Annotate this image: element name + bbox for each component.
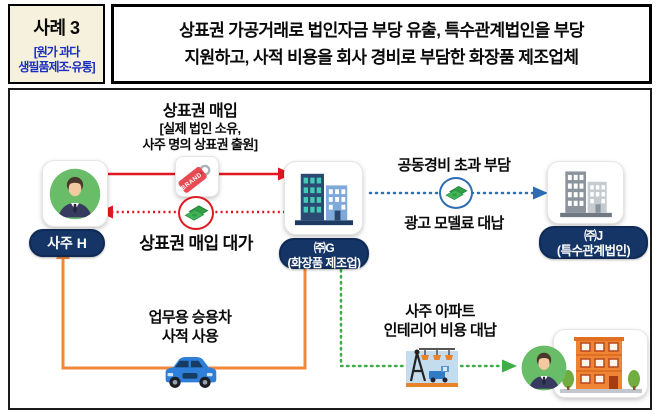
owner-badge: 사주 H [29, 229, 105, 257]
owner-apartment-node [553, 329, 648, 398]
shared-expense-bottom-label: 광고 모델료 대납 [404, 215, 504, 232]
car-flow-label: 업무용 승용차 사적 사용 [110, 308, 270, 346]
case-subtitle-line1: [원가 과다 [33, 45, 81, 59]
headline-line1: 상표권 가공거래로 법인자금 부당 유출, 특수관계법인을 부당 [179, 21, 584, 40]
company-j-node [547, 161, 624, 224]
brand-tag-icon: BRAND [178, 164, 211, 193]
owner-node [42, 160, 108, 227]
interior-flow-line1: 사주 아파트 [405, 303, 475, 320]
apartment-icon [559, 336, 642, 393]
interior-construction-icon [405, 345, 459, 393]
case-subtitle: [원가 과다 생필품제조·유통] [10, 45, 103, 75]
company-j-badge: ㈜J (특수관계법인) [539, 226, 648, 259]
case-subtitle-line2: 생필품제조·유통] [18, 60, 95, 74]
trademark-flow-title: 상표권 매입 [162, 103, 238, 120]
interior-flow-line2: 인테리어 비용 대납 [383, 322, 497, 339]
headline-box: 상표권 가공거래로 법인자금 부당 유출, 특수관계법인을 부당 지원하고, 사… [111, 4, 652, 84]
owner-avatar-icon [49, 168, 101, 219]
trademark-flow-note1: [실제 법인 소유, [159, 121, 242, 136]
trademark-payment-label: 상표권 매입 대가 [139, 234, 253, 253]
interior-flow-label: 사주 아파트 인테리어 비용 대납 [355, 302, 525, 340]
case-label: 사례 3 [33, 18, 80, 38]
money-icon-blue [439, 177, 473, 209]
trademark-flow-note2: 사주 명의 상표권 출원] [142, 137, 258, 152]
case-number-box: 사례 3 [원가 과다 생필품제조·유통] [8, 4, 105, 84]
car-flow-line1: 업무용 승용차 [148, 309, 232, 326]
owner-avatar-small-icon [520, 344, 568, 392]
cash-bills-icon [444, 185, 468, 201]
company-g-building-icon [294, 173, 353, 226]
money-icon-red [178, 196, 214, 230]
car-flow-line2: 사적 사용 [161, 328, 219, 345]
headline-line2: 지원하고, 사적 비용을 회사 경비로 부담한 화장품 제조업체 [184, 48, 580, 67]
company-g-node [284, 161, 363, 235]
trademark-flow-label: 상표권 매입 [실제 법인 소유, 사주 명의 상표권 출원] [90, 102, 310, 153]
car-icon [160, 352, 220, 392]
company-j-building-icon [559, 170, 612, 217]
company-g-desc: (화장품 제조업) [287, 255, 361, 270]
brand-tag-box: BRAND [175, 156, 219, 197]
shared-expense-top-label: 공동경비 초과 부담 [397, 157, 511, 174]
company-j-desc: (특수관계법인) [556, 244, 631, 258]
cash-bills-icon [184, 205, 208, 221]
company-g-name: ㈜G [313, 241, 335, 255]
company-g-badge: ㈜G (화장품 제조업) [279, 238, 369, 270]
company-j-name: ㈜J [584, 229, 603, 243]
